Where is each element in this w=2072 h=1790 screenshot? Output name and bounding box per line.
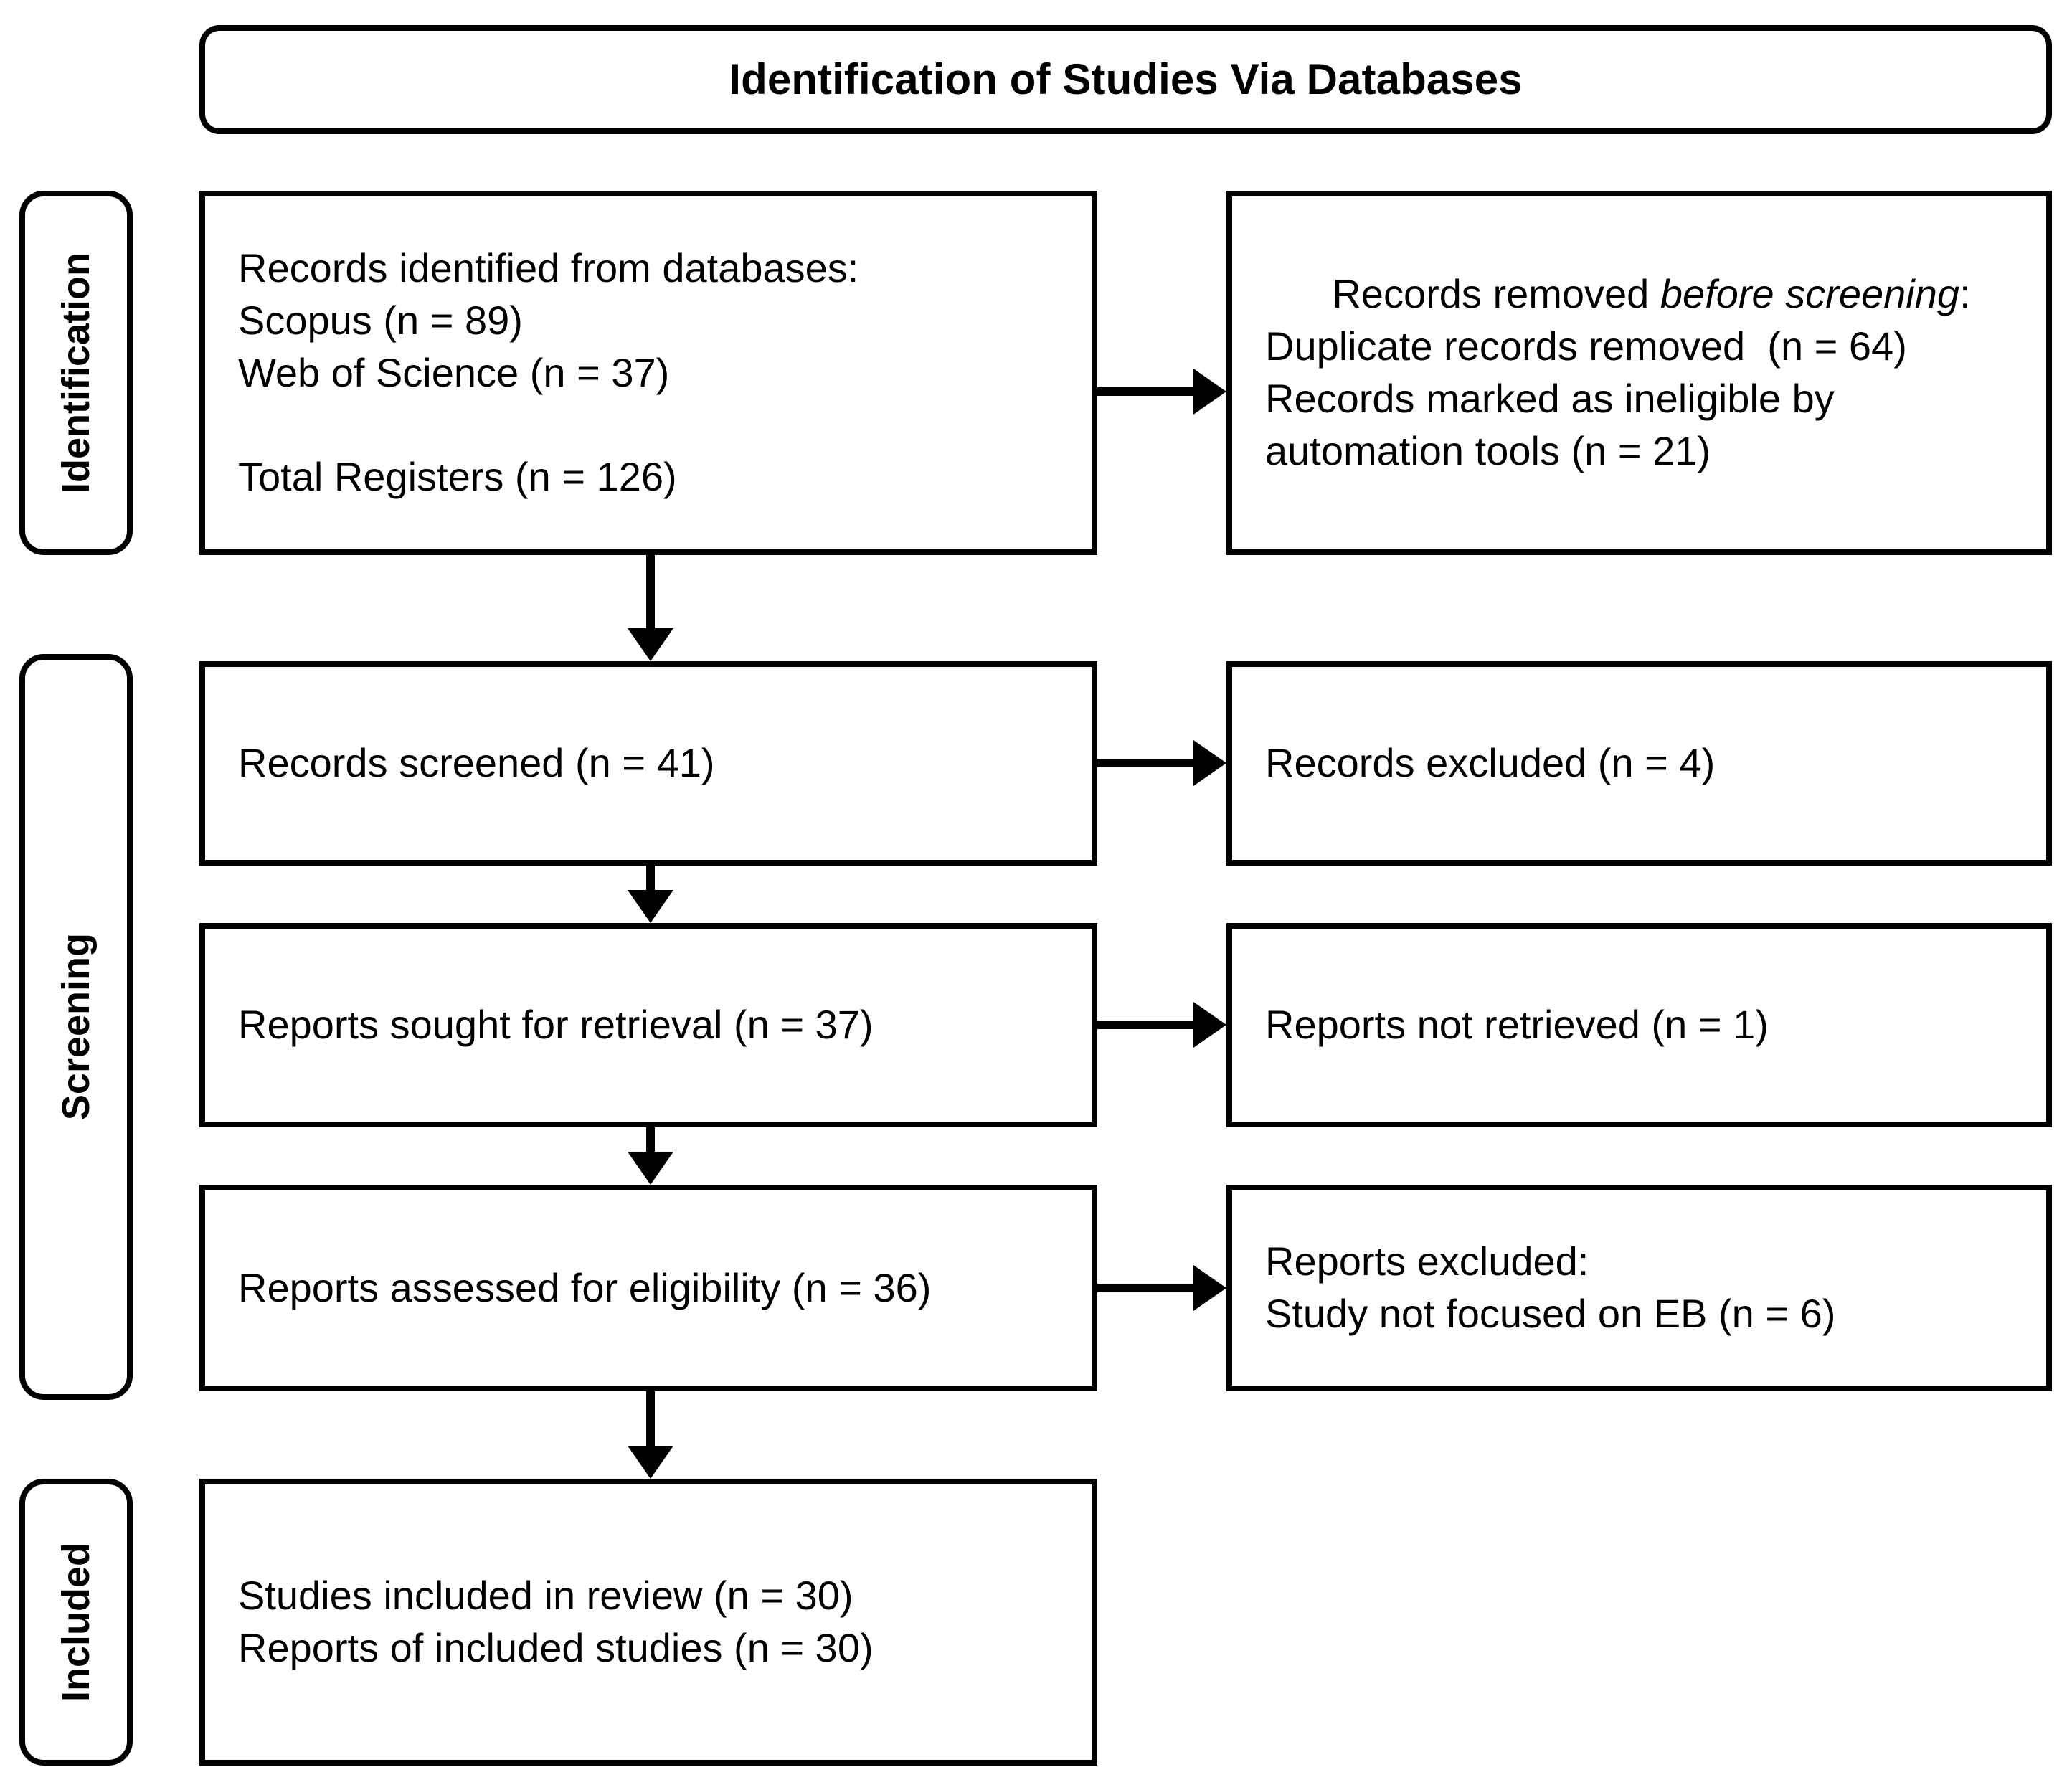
node-records-excluded: Records excluded (n = 4) [1226,661,2052,866]
node-reports-not-retrieved-text: Reports not retrieved (n = 1) [1265,1002,1769,1048]
node-records-screened: Records screened (n = 41) [199,661,1097,866]
node-records-identified-text: Records identified from databases:Scopus… [238,245,859,500]
arrow-shaft [1097,759,1193,767]
emphasis-before-screening: before screening [1660,271,1960,317]
arrow-screened-to-excluded [1097,740,1226,786]
arrow-assessed-to-included [628,1391,673,1479]
node-reports-not-retrieved: Reports not retrieved (n = 1) [1226,923,2052,1127]
arrow-head-down-icon [628,1446,673,1479]
stage-label-identification-text: Identification [55,252,98,493]
arrow-shaft [646,1127,655,1152]
node-records-removed-text: Records removed before screening: Duplica… [1265,217,1971,530]
arrow-head-down-icon [628,1152,673,1185]
node-reports-excluded: Reports excluded:Study not focused on EB… [1226,1185,2052,1391]
arrow-sought-to-assessed [628,1127,673,1185]
arrow-shaft [1097,387,1193,396]
node-reports-excluded-text: Reports excluded:Study not focused on EB… [1265,1239,1836,1336]
arrow-shaft [1097,1021,1193,1029]
node-studies-included: Studies included in review (n = 30)Repor… [199,1479,1097,1766]
node-reports-sought-text: Reports sought for retrieval (n = 37) [238,1002,874,1048]
arrow-shaft [646,1391,655,1446]
node-reports-assessed: Reports assessed for eligibility (n = 36… [199,1185,1097,1391]
node-reports-sought: Reports sought for retrieval (n = 37) [199,923,1097,1127]
arrow-head-right-icon [1193,1265,1226,1311]
node-records-removed: Records removed before screening: Duplica… [1226,191,2052,555]
page-title: Identification of Studies Via Databases [729,55,1523,103]
arrow-head-right-icon [1193,369,1226,415]
stage-label-screening-text: Screening [55,933,98,1121]
arrow-head-right-icon [1193,740,1226,786]
arrow-shaft [1097,1284,1193,1292]
node-records-identified: Records identified from databases:Scopus… [199,191,1097,555]
arrow-head-down-icon [628,890,673,923]
node-reports-assessed-text: Reports assessed for eligibility (n = 36… [238,1264,932,1310]
arrow-identified-to-screened [628,555,673,661]
stage-label-identification: Identification [19,191,133,555]
arrow-shaft [646,555,655,628]
node-studies-included-text: Studies included in review (n = 30)Repor… [238,1573,874,1670]
node-records-excluded-text: Records excluded (n = 4) [1265,740,1716,786]
stage-label-included: Included [19,1479,133,1766]
node-records-removed-rest: Duplicate records removed (n = 64)Record… [1265,323,1907,473]
arrow-identified-to-removed [1097,369,1226,415]
arrow-shaft [646,866,655,890]
diagram-title-box: Identification of Studies Via Databases [199,25,2052,134]
arrow-head-down-icon [628,628,673,661]
arrow-head-right-icon [1193,1002,1226,1048]
arrow-assessed-to-excluded [1097,1265,1226,1311]
node-records-removed-line1: Records removed before screening: [1332,271,1971,317]
stage-label-screening: Screening [19,654,133,1400]
arrow-screened-to-sought [628,866,673,923]
arrow-sought-to-not-retrieved [1097,1002,1226,1048]
stage-label-included-text: Included [55,1542,98,1702]
node-records-screened-text: Records screened (n = 41) [238,740,715,786]
